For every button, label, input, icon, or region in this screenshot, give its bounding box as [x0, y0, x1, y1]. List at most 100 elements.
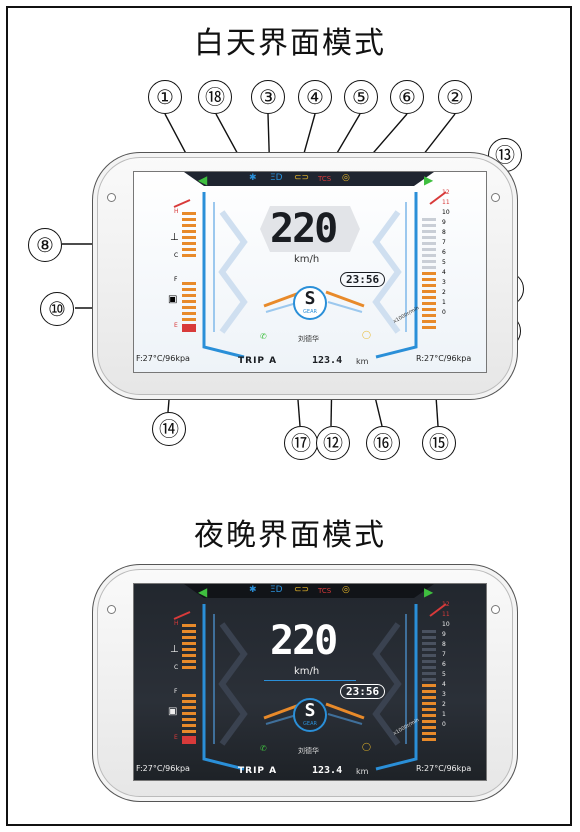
figure-frame — [6, 6, 572, 826]
speed-unit: km/h — [294, 666, 320, 677]
temp-high-label: H — [174, 208, 179, 215]
high-beam-icon: ΞD — [270, 585, 283, 595]
gear-label: GEAR — [303, 721, 317, 727]
rpm-tick: 10 — [442, 621, 450, 628]
callout-1: ① — [148, 80, 182, 114]
tcs-icon: TCS — [318, 175, 332, 183]
fuel-empty-label: E — [174, 322, 178, 329]
gear-value: S — [304, 288, 316, 309]
right-turn-icon: ▶ — [424, 585, 434, 599]
tpms-icon: ◯ — [362, 742, 371, 751]
left-turn-icon: ◀ — [198, 173, 208, 187]
temp-low-label: C — [174, 664, 179, 671]
fuel-full-label: F — [174, 688, 178, 695]
rpm-tick: 9 — [442, 631, 446, 638]
callout-5: ⑤ — [344, 80, 378, 114]
speed-value: 220 — [270, 618, 338, 664]
rpm-tick: 0 — [442, 721, 446, 728]
rpm-tick: 1 — [442, 299, 446, 306]
callout-4: ④ — [298, 80, 332, 114]
screw — [491, 193, 500, 202]
gear-indicator: S GEAR — [293, 698, 327, 732]
phone-icon: ✆ — [260, 332, 267, 341]
callout-18: ⑱ — [198, 80, 232, 114]
engine-icon: ⊂⊃ — [294, 173, 310, 183]
odometer-value: 123.4 — [312, 765, 343, 776]
rpm-tick-labels: 12 11 10 9 8 7 6 5 4 3 2 1 0 — [442, 188, 450, 318]
screw — [491, 605, 500, 614]
callout-12: ⑫ — [316, 426, 350, 460]
rpm-tick: 12 — [442, 601, 450, 608]
trip-label: TRIP A — [238, 766, 278, 776]
night-mode-title: 夜晚界面模式 — [194, 518, 386, 553]
fuel-empty-label: E — [174, 734, 178, 741]
abs-icon: ◎ — [342, 585, 350, 595]
temp-high-label: H — [174, 620, 179, 627]
top-indicator-bar — [184, 172, 434, 186]
speed-panel — [260, 206, 360, 252]
callout-3: ③ — [251, 80, 285, 114]
clock-display: 23:56 — [340, 272, 386, 287]
rpm-tick: 3 — [442, 279, 446, 286]
callout-8: ⑧ — [28, 228, 62, 262]
day-screen: ◀ ✱ ΞD ⊂⊃ TCS ◎ ▶ H ⊥ C F ▣ E — [133, 171, 487, 373]
left-turn-icon: ◀ — [198, 585, 208, 599]
night-dashboard-device: ◀ ✱ ΞD ⊂⊃ TCS ◎ ▶ H ⊥ C F ▣ E — [92, 564, 518, 802]
front-tire-readout: F:27°C/96kpa — [136, 354, 190, 363]
rpm-tick: 7 — [442, 239, 446, 246]
speed-unit: km/h — [294, 254, 320, 265]
rpm-tick: 4 — [442, 681, 446, 688]
right-gauge-art — [372, 603, 447, 771]
rpm-tick: 11 — [442, 611, 450, 618]
callout-15: ⑮ — [422, 426, 456, 460]
rpm-tick: 12 — [442, 189, 450, 196]
fuel-icon: ▣ — [168, 294, 178, 305]
day-dashboard-device: ◀ ✱ ΞD ⊂⊃ TCS ◎ ▶ H ⊥ C F ▣ E — [92, 152, 518, 400]
rpm-tick: 4 — [442, 269, 446, 276]
callout-2: ② — [438, 80, 472, 114]
left-gauge-art — [173, 604, 248, 771]
rpm-tick: 3 — [442, 691, 446, 698]
callout-10: ⑩ — [40, 292, 74, 326]
abs-icon: ◎ — [342, 173, 350, 183]
rider-name: 刘德华 — [298, 747, 319, 755]
tpms-icon: ◯ — [362, 330, 371, 339]
speed-value: 220 — [270, 206, 338, 252]
rear-tire-readout: R:27°C/96kpa — [416, 354, 472, 363]
rpm-tick: 9 — [442, 219, 446, 226]
bluetooth-icon: ✱ — [249, 585, 257, 595]
fuel-full-label: F — [174, 276, 178, 283]
callout-16: ⑯ — [366, 426, 400, 460]
rpm-tick-labels: 12 11 10 9 8 7 6 5 4 3 2 1 0 — [442, 600, 450, 730]
left-gauge-art — [173, 192, 248, 359]
rpm-tick: 8 — [442, 229, 446, 236]
gear-label: GEAR — [303, 309, 317, 315]
right-gauge-art — [372, 191, 447, 359]
rpm-tick: 1 — [442, 711, 446, 718]
day-mode-title: 白天界面模式 — [194, 26, 386, 61]
odometer-value: 123.4 — [312, 355, 343, 366]
rpm-tick: 2 — [442, 701, 446, 708]
night-screen: ◀ ✱ ΞD ⊂⊃ TCS ◎ ▶ H ⊥ C F ▣ E — [133, 583, 487, 781]
phone-icon: ✆ — [260, 744, 267, 753]
speed-underline — [264, 680, 356, 681]
rpm-tick: 6 — [442, 661, 446, 668]
bluetooth-icon: ✱ — [249, 173, 257, 183]
temp-icon: ⊥ — [170, 232, 179, 243]
high-beam-icon: ΞD — [270, 173, 283, 183]
engine-icon: ⊂⊃ — [294, 585, 310, 595]
clock-display: 23:56 — [340, 684, 386, 699]
top-indicator-bar — [184, 584, 434, 598]
rpm-tick: 5 — [442, 671, 446, 678]
rpm-tick: 0 — [442, 309, 446, 316]
rear-tire-readout: R:27°C/96kpa — [416, 764, 472, 773]
temp-low-label: C — [174, 252, 179, 259]
odometer-unit: km — [356, 357, 369, 366]
odometer-unit: km — [356, 767, 369, 776]
rpm-tick: 5 — [442, 259, 446, 266]
rpm-tick: 7 — [442, 651, 446, 658]
trip-label: TRIP A — [238, 356, 278, 366]
rpm-tick: 10 — [442, 209, 450, 216]
tcs-icon: TCS — [318, 587, 332, 595]
callout-6: ⑥ — [390, 80, 424, 114]
